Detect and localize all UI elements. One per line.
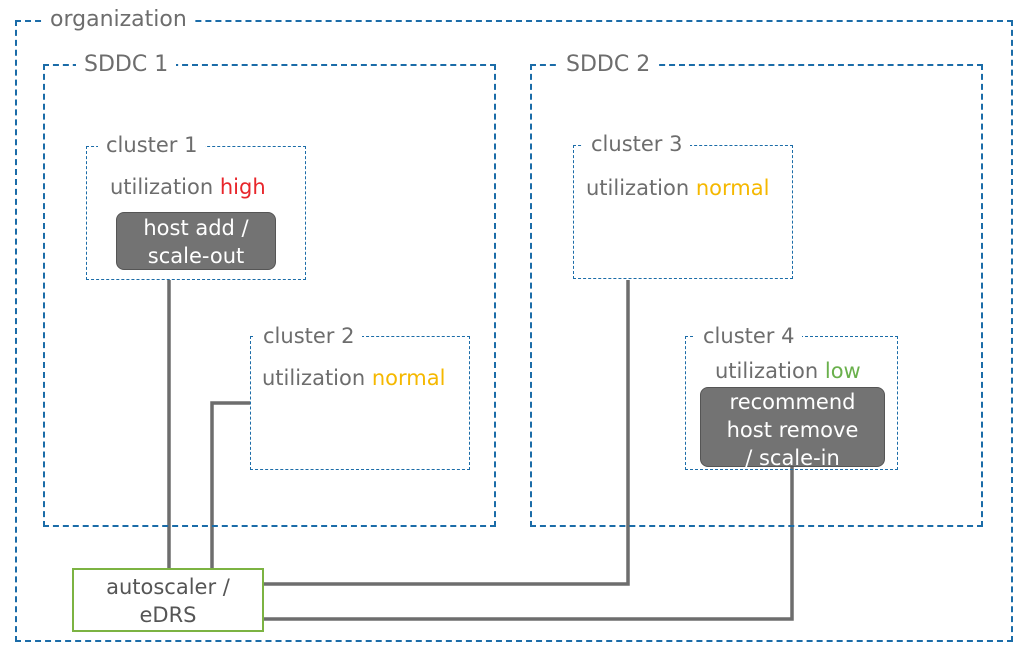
cluster4-action-line: host remove: [726, 418, 859, 442]
cluster1-action-line: host add /: [143, 216, 249, 240]
cluster2-label: cluster 2: [255, 326, 363, 347]
link-cluster2-autoscaler: [210, 401, 250, 568]
cluster2-utilization: utilization normal: [262, 368, 445, 389]
cluster4-action-scale-in: recommend host remove / scale-in: [700, 387, 885, 470]
cluster3-utilization-prefix: utilization: [586, 176, 690, 200]
cluster2-utilization-prefix: utilization: [262, 366, 366, 390]
cluster4-utilization-prefix: utilization: [715, 359, 819, 383]
sddc1-boundary: [43, 64, 496, 527]
autoscaler-line: autoscaler /: [106, 575, 230, 599]
sddc2-label: SDDC 2: [558, 54, 659, 76]
cluster2-box: [250, 336, 470, 470]
cluster4-action-line: recommend: [729, 390, 856, 414]
cluster4-utilization-level: low: [824, 359, 861, 383]
cluster1-label: cluster 1: [98, 135, 206, 156]
cluster3-utilization: utilization normal: [586, 178, 769, 199]
autoscaler-box: autoscaler / eDRS: [72, 568, 264, 632]
cluster3-utilization-level: normal: [695, 176, 770, 200]
cluster1-utilization-prefix: utilization: [110, 175, 214, 199]
cluster1-action-scale-out: host add / scale-out: [116, 212, 276, 270]
link-cluster4-autoscaler: [264, 467, 794, 621]
cluster4-action-line: / scale-in: [745, 446, 840, 470]
cluster4-utilization: utilization low: [715, 361, 861, 382]
sddc1-label: SDDC 1: [76, 54, 177, 76]
organization-boundary: [15, 20, 1013, 642]
cluster4-label: cluster 4: [695, 326, 803, 347]
cluster1-utilization-level: high: [219, 175, 266, 199]
cluster3-label: cluster 3: [583, 134, 691, 155]
cluster3-box: [573, 145, 793, 279]
cluster2-utilization-level: normal: [371, 366, 446, 390]
organization-label: organization: [42, 9, 195, 31]
cluster1-action-line: scale-out: [147, 244, 245, 268]
sddc2-boundary: [530, 64, 983, 527]
link-cluster3-autoscaler: [264, 280, 630, 586]
cluster1-utilization: utilization high: [110, 177, 266, 198]
autoscaler-line: eDRS: [139, 603, 197, 627]
